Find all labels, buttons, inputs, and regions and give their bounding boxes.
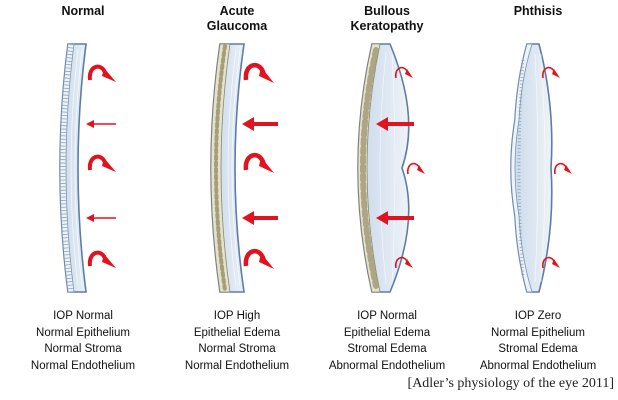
panel-title: Normal	[6, 4, 160, 19]
panel-title: Phthisis	[461, 4, 615, 19]
title-line-2: Normal	[61, 4, 105, 18]
panel-acute-glaucoma: Acute Glaucoma IOP Hig	[160, 0, 314, 400]
caption-iop: IOP Normal	[357, 310, 417, 322]
caption-endothelium: Abnormal Endothelium	[328, 359, 446, 372]
caption-stroma: Normal Stroma	[44, 343, 122, 355]
title-line-2: Keratopathy	[350, 19, 424, 33]
caption-endothelium: Normal Endothelium	[30, 359, 136, 372]
bullae	[360, 47, 379, 289]
caption-iop: IOP Normal	[53, 310, 113, 322]
panel-phthisis: Phthisis IOP Zero Normal Epithelium Stro…	[461, 0, 615, 400]
title-line-2: Phthisis	[513, 4, 563, 18]
panel-caption: IOP High Epithelial Edema Normal Stroma …	[160, 308, 314, 374]
epithelium-layer	[59, 43, 75, 293]
caption-stroma: Normal Stroma	[198, 343, 276, 355]
panel-bullous-keratopathy: Bullous Keratopathy IO	[310, 0, 464, 400]
title-line-1: Acute	[219, 4, 255, 18]
caption-epithelium: Epithelial Edema	[193, 326, 281, 339]
citation: [Adler’s physiology of the eye 2011]	[407, 376, 614, 391]
title-line-2: Glaucoma	[206, 19, 268, 33]
caption-epithelium: Normal Epithelium	[491, 326, 585, 339]
curved-arrow-heads	[552, 69, 572, 268]
cornea-diagram-phthisis	[510, 43, 572, 293]
panel-caption: IOP Normal Normal Epithelium Normal Stro…	[6, 308, 160, 374]
edematous-epithelium	[357, 43, 381, 293]
curved-arrow-heads	[259, 67, 274, 269]
cornea-stroma	[510, 43, 553, 293]
edema-cells	[214, 44, 227, 292]
edematous-epithelium	[210, 43, 231, 293]
caption-stroma: Stromal Edema	[498, 343, 578, 355]
straight-arrow-icon	[376, 117, 414, 225]
panel-title: Bullous Keratopathy	[310, 4, 464, 34]
cornea-diagram-bullous-keratopathy	[357, 43, 425, 293]
caption-iop: IOP Zero	[514, 310, 562, 322]
caption-epithelium: Normal Epithelium	[36, 326, 130, 339]
panel-title: Acute Glaucoma	[160, 4, 314, 34]
caption-epithelium: Epithelial Edema	[343, 326, 431, 339]
caption-endothelium: Abnormal Endothelium	[479, 359, 597, 372]
title-line-1: Bullous	[364, 4, 410, 18]
curved-arrow-heads	[102, 68, 116, 268]
panel-caption: IOP Zero Normal Epithelium Stromal Edema…	[461, 308, 615, 374]
straight-arrow-icon	[86, 120, 116, 222]
curved-arrow-heads	[405, 69, 425, 268]
straight-arrow-icon	[242, 117, 278, 225]
caption-iop: IOP High	[213, 310, 261, 322]
panel-caption: IOP Normal Epithelial Edema Stromal Edem…	[310, 308, 464, 374]
caption-endothelium: Normal Endothelium	[184, 359, 290, 372]
panel-normal: Normal IOP Normal Norm	[6, 0, 160, 400]
epithelium-cells	[60, 43, 74, 293]
caption-stroma: Stromal Edema	[347, 343, 427, 355]
cornea-diagram-normal	[59, 43, 116, 293]
cornea-diagram-acute-glaucoma	[210, 43, 278, 293]
epithelium-layer	[510, 43, 533, 293]
